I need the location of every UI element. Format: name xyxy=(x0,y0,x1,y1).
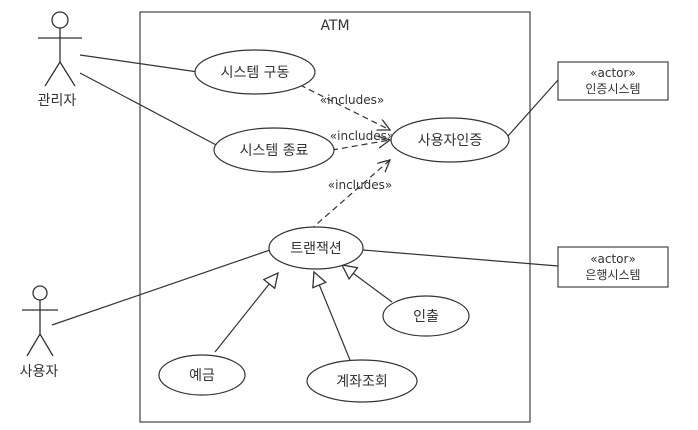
auth-system-name: 인증시스템 xyxy=(585,82,640,96)
use-case-balance: 계좌조회 xyxy=(306,359,418,403)
auth-system-stereotype: «actor» xyxy=(590,66,636,80)
actor-user-label: 사용자 xyxy=(20,364,59,380)
include-dependencies xyxy=(299,84,390,231)
system-boundary xyxy=(139,11,531,423)
use-case-balance-label: 계좌조회 xyxy=(336,374,388,390)
actor-bank-system: «actor» 은행시스템 xyxy=(557,246,669,288)
generalizations xyxy=(214,265,393,366)
use-case-start-label: 시스템 구동 xyxy=(221,65,290,81)
include-label-1: «includes» xyxy=(320,93,384,107)
actor-user xyxy=(22,285,58,357)
actor-admin-label: 관리자 xyxy=(38,93,77,109)
use-case-authenticate: 사용자인증 xyxy=(390,117,510,163)
use-case-transaction-label: 트랜잭션 xyxy=(290,241,342,257)
use-case-shutdown: 시스템 종료 xyxy=(213,127,335,173)
bank-system-name: 은행시스템 xyxy=(585,267,640,282)
use-case-withdraw-label: 인출 xyxy=(413,309,439,325)
use-case-start: 시스템 구동 xyxy=(194,49,316,95)
use-case-authenticate-label: 사용자인증 xyxy=(418,133,483,149)
include-label-2: «includes» xyxy=(330,129,394,143)
system-title: ATM xyxy=(320,18,349,34)
bank-system-stereotype: «actor» xyxy=(590,252,636,266)
use-case-transaction: 트랜잭션 xyxy=(268,226,364,270)
use-case-deposit-label: 예금 xyxy=(189,368,215,384)
actor-admin xyxy=(38,11,82,87)
use-case-deposit: 예금 xyxy=(158,354,246,396)
actor-auth-system: «actor» 인증시스템 xyxy=(557,61,669,101)
use-case-withdraw: 인출 xyxy=(382,295,470,337)
use-case-shutdown-label: 시스템 종료 xyxy=(240,143,309,159)
include-label-3: «includes» xyxy=(328,178,392,192)
associations xyxy=(51,54,559,326)
